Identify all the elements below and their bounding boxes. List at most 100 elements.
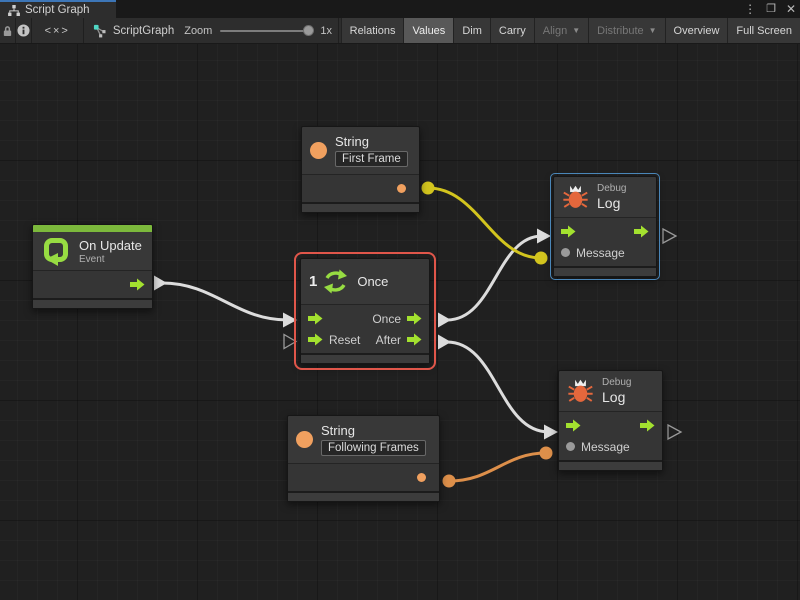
connection-wires bbox=[154, 181, 683, 488]
wire-string2-to-message2[interactable] bbox=[448, 451, 547, 483]
tab-title: Script Graph bbox=[25, 4, 90, 16]
trigger-input-port[interactable] bbox=[566, 419, 581, 432]
port-label-once: Once bbox=[372, 311, 401, 326]
enter-input-port[interactable] bbox=[308, 312, 323, 325]
node-footer bbox=[301, 353, 429, 363]
window-menu-icon[interactable]: ⋮ bbox=[744, 2, 757, 16]
toolbar-button-relations[interactable]: Relations bbox=[340, 18, 404, 43]
node-title: Log bbox=[597, 195, 621, 211]
inspect-button[interactable] bbox=[16, 18, 31, 43]
node-footer bbox=[288, 491, 439, 501]
graph-reference-breadcrumb[interactable]: ScriptGraph bbox=[84, 18, 184, 43]
toolbar-button-align[interactable]: Align ▼ bbox=[533, 18, 589, 43]
trigger-output-port[interactable] bbox=[634, 225, 649, 238]
align-label: Align bbox=[542, 24, 568, 37]
window-close-icon[interactable]: ✕ bbox=[785, 2, 796, 16]
once-output-port[interactable] bbox=[407, 312, 422, 325]
tab-script-graph[interactable]: Script Graph bbox=[0, 0, 116, 18]
node-title: Once bbox=[357, 274, 389, 289]
unconnected-output-triangle[interactable] bbox=[662, 227, 678, 245]
distribute-label: Distribute bbox=[597, 24, 644, 37]
lock-button[interactable] bbox=[0, 18, 15, 43]
wire-source-triangle bbox=[438, 312, 451, 328]
node-string-first-frame[interactable]: String First Frame bbox=[301, 126, 420, 213]
string-value-input[interactable]: Following Frames bbox=[321, 440, 426, 456]
zoom-value: 1x bbox=[320, 24, 332, 37]
node-footer bbox=[302, 202, 419, 212]
wire-source-triangle bbox=[154, 275, 167, 291]
node-debug-log-1[interactable]: Debug Log Message bbox=[550, 173, 660, 280]
node-subtitle: Debug bbox=[597, 183, 627, 194]
zoom-slider[interactable] bbox=[220, 25, 315, 36]
node-subtitle: Event bbox=[79, 253, 105, 265]
toolbar-button-distribute[interactable]: Distribute ▼ bbox=[588, 18, 665, 43]
bug-icon bbox=[568, 379, 593, 402]
message-input-port[interactable] bbox=[566, 442, 575, 451]
unconnected-output-triangle[interactable] bbox=[667, 423, 683, 441]
toolbar-button-overview[interactable]: Overview bbox=[664, 18, 728, 43]
node-title: On Update bbox=[79, 237, 142, 253]
string-type-icon bbox=[296, 431, 313, 448]
toolbar-button-carry[interactable]: Carry bbox=[489, 18, 534, 43]
unconnected-input-triangle[interactable] bbox=[283, 333, 298, 350]
port-label-message: Message bbox=[581, 439, 630, 454]
wire-endpoint-dot bbox=[539, 446, 553, 460]
once-cycle-icon bbox=[324, 269, 348, 294]
wire-after-to-debug2[interactable] bbox=[446, 340, 550, 434]
node-on-update[interactable]: On Update Event bbox=[32, 224, 153, 309]
once-icon-digit: 1 bbox=[309, 273, 318, 290]
chevron-down-icon: ▼ bbox=[648, 26, 657, 35]
port-label-reset: Reset bbox=[329, 332, 361, 347]
wire-arrowhead bbox=[283, 312, 297, 328]
node-string-following-frames[interactable]: String Following Frames bbox=[287, 415, 440, 502]
message-input-port[interactable] bbox=[561, 248, 570, 257]
script-graph-icon bbox=[93, 24, 106, 37]
wire-endpoint-dot bbox=[442, 474, 456, 488]
wire-string1-to-message1[interactable] bbox=[427, 186, 542, 260]
node-title: String bbox=[321, 423, 355, 438]
toolbar-button-fullscreen[interactable]: Full Screen bbox=[727, 18, 800, 43]
string-value-input[interactable]: First Frame bbox=[335, 151, 408, 167]
window-maximize-icon[interactable]: ❐ bbox=[766, 3, 776, 15]
graph-canvas[interactable]: String First Frame On Update Event bbox=[0, 44, 800, 600]
reset-input-port[interactable] bbox=[308, 333, 323, 346]
lock-icon bbox=[3, 25, 12, 36]
zoom-label: Zoom bbox=[184, 24, 213, 37]
string-output-port[interactable] bbox=[417, 473, 426, 482]
bug-icon bbox=[563, 185, 588, 208]
string-output-port[interactable] bbox=[397, 184, 406, 193]
toolbar-button-dim[interactable]: Dim bbox=[453, 18, 490, 43]
info-icon bbox=[17, 24, 30, 37]
zoom-slider-knob[interactable] bbox=[303, 25, 315, 36]
string-type-icon bbox=[310, 142, 327, 159]
window-tab-bar: Script Graph ⋮ ❐ ✕ bbox=[0, 0, 800, 18]
after-output-port[interactable] bbox=[407, 333, 422, 346]
wire-onupdate-to-once[interactable] bbox=[161, 281, 289, 322]
node-debug-log-2[interactable]: Debug Log Message bbox=[558, 370, 663, 471]
wire-source-triangle bbox=[438, 334, 451, 350]
wire-endpoint-dot bbox=[421, 181, 435, 195]
trigger-output-port[interactable] bbox=[640, 419, 655, 432]
toolbar-button-values[interactable]: Values bbox=[403, 18, 454, 43]
graph-reference-label: ScriptGraph bbox=[112, 24, 175, 37]
node-footer bbox=[33, 298, 152, 308]
graph-hierarchy-icon bbox=[8, 4, 20, 16]
graph-toolbar: <×> ScriptGraph Zoom 1x Relations Values… bbox=[0, 18, 800, 44]
node-footer bbox=[559, 460, 662, 470]
wire-arrowhead bbox=[544, 424, 558, 440]
trigger-output-port[interactable] bbox=[130, 278, 145, 291]
chevron-down-icon: ▼ bbox=[572, 26, 581, 35]
wire-arrowhead bbox=[537, 228, 551, 244]
code-view-button[interactable]: <×> bbox=[31, 18, 83, 43]
wire-endpoint-dot bbox=[534, 251, 548, 265]
node-once[interactable]: 1 Once Once bbox=[294, 252, 436, 370]
trigger-input-port[interactable] bbox=[561, 225, 576, 238]
on-update-loop-icon bbox=[44, 238, 68, 266]
node-subtitle: Debug bbox=[602, 377, 632, 388]
node-title: Log bbox=[602, 389, 626, 405]
node-title: String bbox=[335, 134, 369, 149]
code-icon: <×> bbox=[44, 24, 70, 37]
port-label-message: Message bbox=[576, 245, 625, 260]
port-label-after: After bbox=[375, 332, 401, 347]
wire-once-to-debug1[interactable] bbox=[446, 234, 543, 322]
